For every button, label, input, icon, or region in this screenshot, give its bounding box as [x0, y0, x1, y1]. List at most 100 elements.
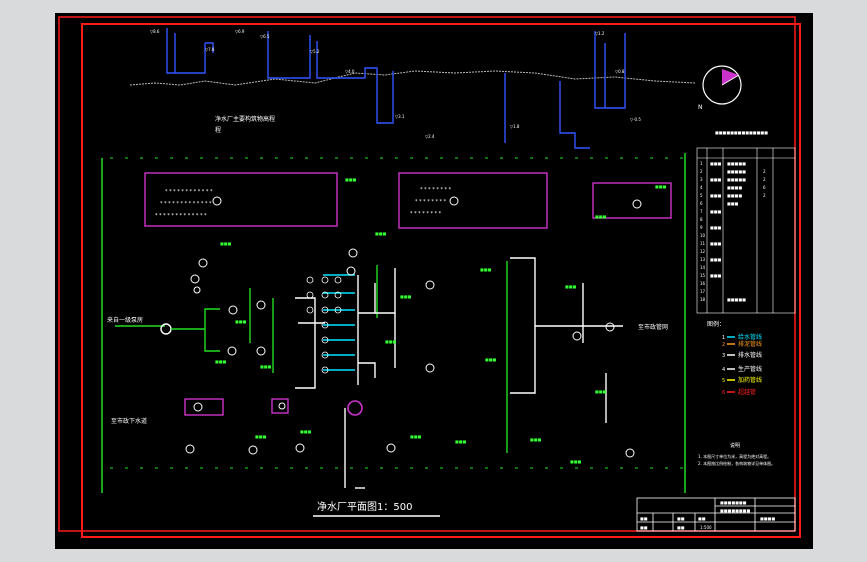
svg-text:6: 6 [763, 185, 766, 190]
svg-text:▽6.9: ▽6.9 [235, 29, 245, 34]
svg-text:■■: ■■ [640, 525, 648, 530]
svg-text:■■■: ■■■ [215, 359, 227, 364]
building-zones [144, 172, 672, 416]
outlet-label: 至市政管网 [638, 323, 668, 331]
svg-text:■■: ■■ [677, 525, 685, 530]
svg-text:8: 8 [700, 217, 703, 222]
svg-text:2: 2 [763, 177, 766, 182]
svg-text:* * * * * * * *: * * * * * * * * [410, 211, 442, 217]
title-block-text: ■■■■■■■■■■■■■■■ ■■■■■■ ■■■■1:500 ■■■■ [640, 500, 775, 530]
svg-text:17: 17 [700, 289, 706, 294]
svg-text:■■■: ■■■ [530, 437, 542, 442]
legend: 图例： 1 给水管线 2 排泥管线 3 排水管线 4 生产管线 5 加药管线 6 [707, 320, 762, 396]
svg-text:▽8.6: ▽8.6 [150, 29, 160, 34]
svg-text:■■■: ■■■ [710, 161, 722, 166]
svg-text:10: 10 [700, 233, 706, 238]
svg-text:■■■■: ■■■■ [727, 193, 742, 198]
svg-text:▽0.8: ▽0.8 [615, 69, 625, 74]
note-line-2: 2. 本图按比例绘制，各构筑物详见单体图。 [698, 460, 775, 466]
svg-text:1: 1 [722, 335, 725, 341]
svg-text:15: 15 [700, 273, 706, 278]
svg-text:■■■: ■■■ [480, 267, 492, 272]
svg-text:排泥管线: 排泥管线 [738, 340, 762, 348]
svg-text:▽7.8: ▽7.8 [205, 47, 215, 52]
svg-text:2: 2 [722, 342, 725, 348]
legend-heading: 图例： [707, 320, 725, 328]
drain-label: 至市政下水道 [111, 417, 147, 425]
north-label: N [698, 104, 703, 111]
svg-text:4: 4 [722, 367, 725, 373]
svg-text:6: 6 [722, 390, 725, 396]
annotation-ticks: ■■■■■■■■■ ■■■■■■■■■ ■■■■■■■■■ ■■■■■■■■■ … [215, 177, 667, 464]
svg-text:▽3.1: ▽3.1 [395, 114, 405, 119]
svg-text:■■■■■■■■: ■■■■■■■■ [720, 508, 750, 513]
legend-item-dosing: 5 加药管线 [722, 376, 762, 384]
svg-text:2: 2 [763, 169, 766, 174]
svg-text:16: 16 [700, 281, 706, 286]
profile-caption-2: 程 [215, 126, 221, 134]
north-arrow: N [698, 65, 742, 111]
svg-text:■■■: ■■■ [710, 257, 722, 262]
svg-text:2: 2 [763, 193, 766, 198]
svg-text:▽1.2: ▽1.2 [595, 31, 605, 36]
svg-text:■■■■■: ■■■■■ [727, 169, 746, 174]
svg-text:■■■: ■■■ [710, 225, 722, 230]
svg-text:* * * * * * * *: * * * * * * * * [415, 199, 447, 205]
svg-text:14: 14 [700, 265, 706, 270]
legend-item-bypass: 6 超越管 [722, 388, 756, 396]
equipment-table [696, 147, 796, 314]
svg-text:■■■■: ■■■■ [727, 185, 742, 190]
elevation-profile: ▽8.6▽7.8▽6.9 ▽6.5▽5.2▽4.0 ▽3.1▽2.4▽1.8 ▽… [129, 28, 696, 149]
svg-text:■■■■■: ■■■■■ [727, 161, 746, 166]
svg-text:* * * * * * * * * * * *: * * * * * * * * * * * * [165, 189, 213, 195]
svg-text:■■■■■■■■■■■■■■: ■■■■■■■■■■■■■■ [715, 130, 768, 135]
svg-text:■■■: ■■■ [385, 339, 397, 344]
svg-text:■■■: ■■■ [410, 434, 422, 439]
svg-text:5: 5 [700, 193, 703, 198]
svg-text:■■: ■■ [698, 516, 706, 521]
svg-text:▽6.5: ▽6.5 [260, 34, 270, 39]
svg-text:▽4.0: ▽4.0 [345, 69, 355, 74]
svg-text:▽1.8: ▽1.8 [510, 124, 520, 129]
svg-text:11: 11 [700, 241, 706, 246]
drawing-title: 净水厂平面图1：500 [317, 500, 412, 513]
svg-text:■■■: ■■■ [400, 294, 412, 299]
notes: 说明 1. 本图尺寸单位为米，高程为绝对高程。 2. 本图按比例绘制，各构筑物详… [698, 442, 775, 466]
drawing-frame [81, 23, 801, 538]
svg-text:■■■: ■■■ [710, 273, 722, 278]
svg-text:■■■: ■■■ [255, 434, 267, 439]
svg-text:9: 9 [700, 225, 703, 230]
svg-text:1:500: 1:500 [700, 525, 712, 530]
svg-text:■■■: ■■■ [727, 201, 739, 206]
svg-text:* * * * * * * * * * * * *: * * * * * * * * * * * * * [155, 213, 207, 219]
svg-text:6: 6 [700, 201, 703, 206]
title-block [636, 497, 796, 532]
svg-text:■■■: ■■■ [710, 177, 722, 182]
svg-text:■■■: ■■■ [710, 193, 722, 198]
site-boundary [101, 153, 686, 493]
svg-text:■■■: ■■■ [220, 241, 232, 246]
process-units [185, 248, 635, 458]
svg-text:3: 3 [722, 353, 725, 359]
svg-text:2: 2 [700, 169, 703, 174]
svg-text:■■■: ■■■ [655, 184, 667, 189]
svg-text:■■: ■■ [677, 516, 685, 521]
svg-text:■■■■■: ■■■■■ [727, 297, 746, 302]
svg-text:■■■: ■■■ [260, 364, 272, 369]
svg-text:■■■■■: ■■■■■ [727, 177, 746, 182]
svg-text:■■■: ■■■ [300, 429, 312, 434]
svg-text:■■■: ■■■ [710, 241, 722, 246]
svg-text:生产管线: 生产管线 [738, 365, 762, 373]
svg-text:12: 12 [700, 249, 706, 254]
legend-item-sludge: 2 排泥管线 [722, 340, 762, 348]
plan-drawing: ▽8.6▽7.8▽6.9 ▽6.5▽5.2▽4.0 ▽3.1▽2.4▽1.8 ▽… [58, 16, 801, 538]
svg-text:13: 13 [700, 257, 706, 262]
legend-item-production: 4 生产管线 [722, 365, 762, 373]
svg-text:超越管: 超越管 [738, 388, 756, 396]
svg-text:▽-0.5: ▽-0.5 [630, 117, 641, 122]
svg-text:■■■: ■■■ [375, 231, 387, 236]
svg-text:■■■: ■■■ [565, 284, 577, 289]
inlet-label: 来自一级泵房 [107, 316, 143, 324]
svg-text:■■■■: ■■■■ [760, 516, 775, 521]
